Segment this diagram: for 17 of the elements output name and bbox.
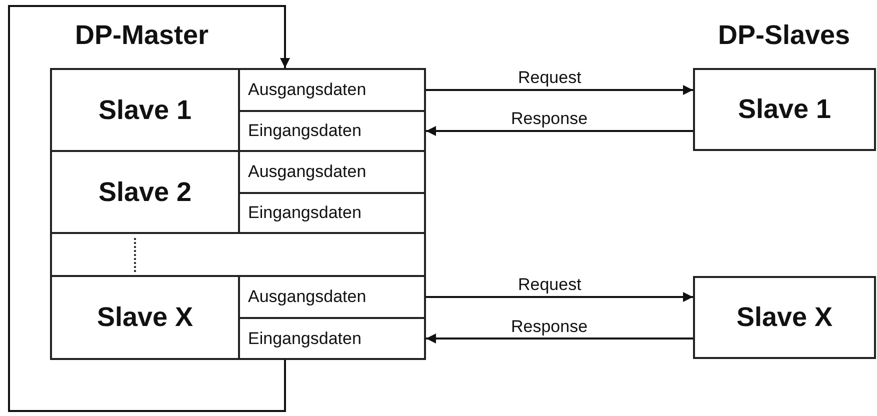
heading: DP-Slaves [718,20,850,51]
edge-label: Request [516,68,584,88]
arrow [426,292,693,302]
slave-cell: Slave 1 [50,68,240,152]
arrow [426,334,693,344]
spacer-row [50,232,426,277]
slave-cell: Slave X [50,275,240,360]
slave-cell: Slave 1 [693,68,876,151]
slave-cell: Slave X [693,276,876,359]
arrow [426,126,693,136]
heading: DP-Master [75,20,209,51]
edge-label: Response [509,109,590,129]
loop-arrow [8,5,290,412]
data-cell: Ausgangsdaten [238,68,426,112]
edge-label: Request [516,275,584,295]
arrow [426,85,693,95]
data-cell: Eingangsdaten [238,317,426,360]
